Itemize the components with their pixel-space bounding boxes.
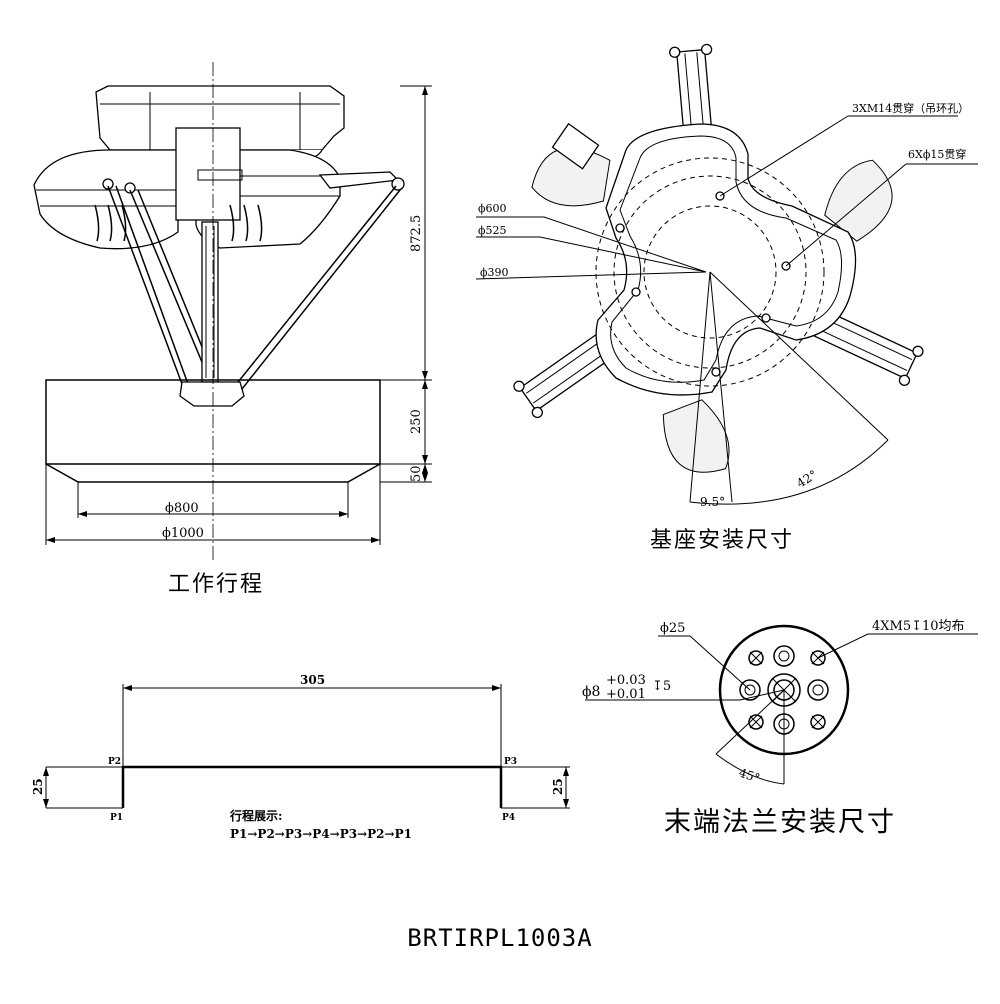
- motion-legend-title: 行程展示:: [229, 808, 282, 823]
- dim-pin-upper-tol: +0.03: [606, 673, 646, 688]
- angle-45: 45°: [737, 766, 762, 786]
- dim-diameter-25: ϕ25: [660, 621, 685, 636]
- base-dimensions: ϕ600 ϕ525 ϕ390 3XM14贯穿（吊环孔） 6Xϕ15贯穿 9.5°…: [475, 101, 978, 509]
- base-plate: [595, 123, 857, 396]
- dim-vertical-left: 25: [31, 778, 45, 795]
- point-p3: P3: [504, 757, 517, 767]
- note-threads: 4XM5↧10均布: [872, 619, 965, 634]
- workspace-view: ϕ800 ϕ1000 872.5 250 50: [33, 62, 432, 560]
- motion-profile: 305 25 25 P1 P2 P3 P4 行程展示: P1→P2→P3→P4→…: [31, 673, 570, 841]
- flange-caption: 末端法兰安装尺寸: [664, 807, 896, 838]
- dim-diameter-525: ϕ525: [478, 224, 507, 237]
- dim-pin-depth: ↧5: [652, 679, 671, 694]
- workspace-caption: 工作行程: [168, 572, 265, 597]
- base-mount-view: ϕ600 ϕ525 ϕ390 3XM14贯穿（吊环孔） 6Xϕ15贯穿 9.5°…: [475, 43, 978, 509]
- dim-diameter-800: ϕ800: [165, 501, 199, 516]
- flange-dimensions: ϕ25 4XM5↧10均布 ϕ8 +0.03 +0.01 ↧5 45°: [582, 619, 978, 785]
- note-through-holes: 6Xϕ15贯穿: [908, 147, 966, 161]
- base-mount-caption: 基座安装尺寸: [650, 528, 795, 553]
- dim-vertical-right: 25: [551, 778, 565, 795]
- note-hoist-holes: 3XM14贯穿（吊环孔）: [852, 101, 969, 115]
- angle-9-5: 9.5°: [700, 495, 725, 509]
- point-p1: P1: [110, 813, 123, 823]
- motion-path: [121, 765, 503, 808]
- dim-pin-prefix: ϕ8: [582, 684, 600, 700]
- dim-height-250: 250: [409, 409, 424, 434]
- flange-view: ϕ25 4XM5↧10均布 ϕ8 +0.03 +0.01 ↧5 45°: [582, 619, 978, 785]
- point-p4: P4: [502, 813, 515, 823]
- motion-legend-sequence: P1→P2→P3→P4→P3→P2→P1: [230, 827, 412, 841]
- point-p2: P2: [108, 757, 121, 767]
- dim-diameter-600: ϕ600: [478, 202, 507, 215]
- dim-diameter-390: ϕ390: [480, 266, 509, 279]
- dim-diameter-1000: ϕ1000: [162, 526, 204, 541]
- model-code: BRTIRPL1003A: [407, 924, 593, 952]
- angle-42: 42°: [794, 467, 819, 490]
- workspace-dimensions: ϕ800 ϕ1000 872.5 250 50: [46, 85, 432, 543]
- delta-arms: [107, 185, 401, 407]
- robot-body: [33, 85, 405, 250]
- dim-height-50: 50: [409, 465, 424, 482]
- dim-horizontal-305: 305: [300, 673, 325, 687]
- dim-pin-lower-tol: +0.01: [606, 687, 646, 702]
- dim-height-872: 872.5: [409, 215, 424, 252]
